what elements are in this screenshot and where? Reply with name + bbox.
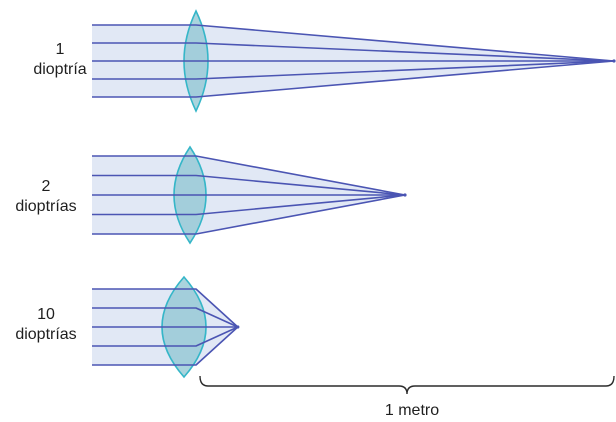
lens-power-unit: dioptrías — [15, 198, 77, 215]
light-ray — [92, 24, 615, 62]
lens-power-unit: dioptría — [33, 61, 87, 78]
focal-point — [236, 325, 240, 329]
light-ray — [92, 174, 406, 196]
light-ray — [92, 326, 239, 347]
lens-power-number: 1 — [55, 41, 65, 58]
light-ray — [92, 288, 239, 328]
lens-power-number: 10 — [37, 306, 55, 323]
light-ray — [92, 307, 239, 328]
lens-row-2-dioptre — [92, 145, 407, 245]
one-metre-brace — [199, 375, 615, 395]
lens-label-10-dioptres: 10 dioptrías — [4, 305, 88, 345]
lens-label-1-dioptre: 1 dioptría — [18, 40, 102, 80]
lens-outline — [183, 9, 209, 113]
light-ray — [92, 326, 239, 366]
focal-point — [403, 193, 407, 197]
light-ray — [92, 42, 615, 62]
lens-power-unit: dioptrías — [15, 326, 77, 343]
lens-label-2-dioptres: 2 dioptrías — [4, 177, 88, 217]
scale-label: 1 metro — [384, 402, 440, 419]
light-ray — [92, 60, 615, 80]
lens-row-1-dioptre — [92, 9, 616, 113]
light-ray — [92, 194, 406, 216]
lens-rows — [92, 9, 616, 379]
light-ray — [92, 194, 406, 235]
scale-bracket — [199, 375, 615, 395]
light-ray — [92, 155, 406, 196]
lens-power-number: 2 — [41, 178, 51, 195]
lens-row-10-dioptre — [92, 275, 240, 379]
focal-point — [612, 59, 616, 63]
light-ray — [92, 60, 615, 98]
